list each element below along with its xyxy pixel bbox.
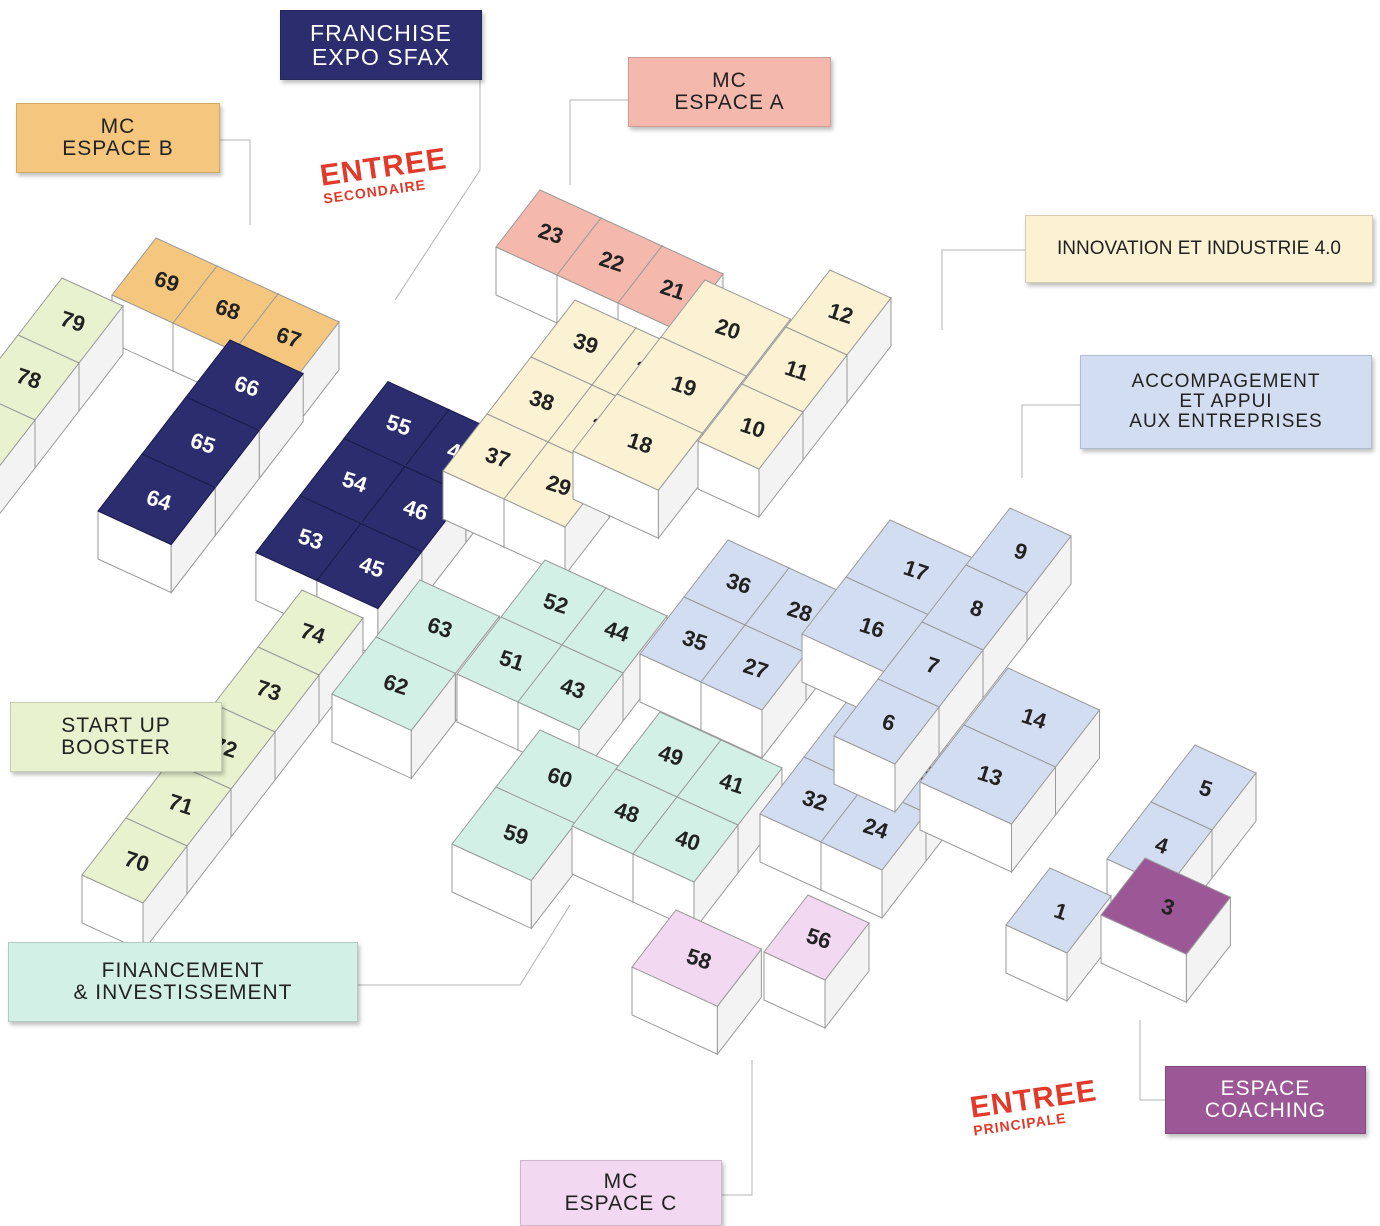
booth-18[interactable]: 18 <box>572 393 704 540</box>
booth-27[interactable]: 27 <box>700 624 807 760</box>
booth-64[interactable]: 64 <box>97 453 216 595</box>
booth-77[interactable]: 77 <box>0 392 36 525</box>
booth-59[interactable]: 59 <box>451 786 577 930</box>
booth-56[interactable]: 56 <box>763 894 870 1030</box>
legend-accompagnement-line1: ACCOMPAGEMENT <box>1131 371 1321 393</box>
legend-franchise-line2: EXPO SFAX <box>311 44 451 70</box>
legend-innovation: INNOVATION ET INDUSTRIE 4.0 <box>1025 215 1373 283</box>
legend-accompagnement-line2: ET APPUI <box>1179 391 1273 413</box>
legend-franchise-line1: FRANCHISE <box>310 19 452 46</box>
booth-13[interactable]: 13 <box>919 724 1057 874</box>
legend-mc-espace-c: MC ESPACE C <box>520 1160 722 1226</box>
legend-accompagnement-line3: AUX ENTREPRISES <box>1129 410 1323 432</box>
legend-mc-espace-a-line1: MC <box>712 68 747 92</box>
legend-innovation-line1: INNOVATION ET INDUSTRIE 4.0 <box>1057 238 1341 260</box>
booth-3[interactable]: 3 <box>1100 857 1232 1004</box>
legend-espace-coaching: ESPACE COACHING <box>1165 1066 1366 1134</box>
legend-mc-espace-a: MC ESPACE A <box>628 57 831 127</box>
legend-financement-line2: & INVESTISSEMENT <box>73 981 293 1004</box>
booth-62[interactable]: 62 <box>331 636 457 780</box>
legend-mc-espace-c-line2: ESPACE C <box>564 1192 678 1215</box>
legend-mc-espace-c-line1: MC <box>603 1169 639 1193</box>
legend-mc-espace-b: MC ESPACE B <box>16 103 220 173</box>
legend-franchise-expo-sfax: FRANCHISE EXPO SFAX <box>280 10 482 80</box>
legend-start-up-line2: BOOSTER <box>61 736 171 759</box>
legend-mc-espace-b-line2: ESPACE B <box>62 137 174 160</box>
legend-mc-espace-a-line2: ESPACE A <box>674 91 785 114</box>
legend-mc-espace-b-line1: MC <box>100 114 136 138</box>
booth-layer: 6968672322216665645547544653457978777675… <box>0 189 1257 1056</box>
booth-70[interactable]: 70 <box>81 817 188 953</box>
legend-start-up-line1: START UP <box>61 713 171 737</box>
legend-coaching-line2: COACHING <box>1204 1099 1327 1122</box>
legend-financement: FINANCEMENT & INVESTISSEMENT <box>8 942 358 1022</box>
booth-58[interactable]: 58 <box>631 909 763 1056</box>
booth-6[interactable]: 6 <box>833 678 940 814</box>
legend-financement-line1: FINANCEMENT <box>101 958 265 982</box>
legend-coaching-line1: ESPACE <box>1220 1076 1311 1100</box>
legend-start-up-booster: START UP BOOSTER <box>10 702 222 772</box>
booth-10[interactable]: 10 <box>697 383 804 519</box>
booth-1[interactable]: 1 <box>1005 867 1112 1003</box>
legend-accompagnement: ACCOMPAGEMENT ET APPUI AUX ENTREPRISES <box>1080 355 1372 449</box>
